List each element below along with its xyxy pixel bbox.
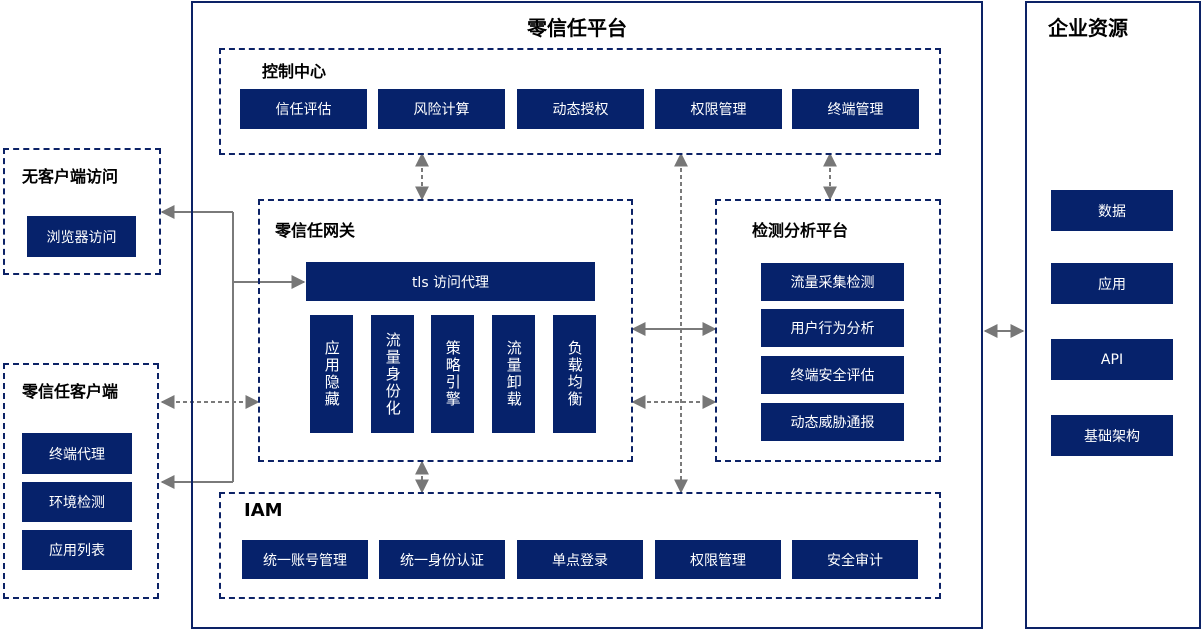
control-item-dynamic-authorization[interactable]: 动态授权 — [517, 89, 644, 129]
enterprise-resources-box — [1025, 1, 1201, 629]
control-center-title: 控制中心 — [262, 62, 327, 81]
browser-access-button[interactable]: 浏览器访问 — [27, 216, 136, 257]
gateway-module-load-balancing[interactable]: 负载均衡 — [553, 315, 596, 433]
gateway-box — [258, 199, 633, 462]
analysis-item-traffic-detection[interactable]: 流量采集检测 — [761, 263, 904, 301]
iam-item-unified-account[interactable]: 统一账号管理 — [242, 540, 368, 579]
resource-api[interactable]: API — [1051, 339, 1173, 380]
analysis-platform-box — [715, 199, 941, 462]
gateway-module-label: 流量身份化 — [383, 331, 402, 417]
control-item-terminal-management[interactable]: 终端管理 — [792, 89, 919, 129]
client-item-terminal-agent[interactable]: 终端代理 — [22, 433, 132, 474]
gateway-module-label: 流量卸载 — [504, 340, 523, 408]
iam-item-sso[interactable]: 单点登录 — [517, 540, 643, 579]
control-item-trust-evaluation[interactable]: 信任评估 — [240, 89, 367, 129]
gateway-module-label: 策略引擎 — [443, 340, 462, 408]
iam-box — [219, 492, 941, 599]
gateway-module-policy-engine[interactable]: 策略引擎 — [431, 315, 474, 433]
gateway-module-traffic-offload[interactable]: 流量卸载 — [492, 315, 535, 433]
gateway-module-label: 应用隐藏 — [322, 340, 341, 408]
client-item-app-list[interactable]: 应用列表 — [22, 530, 132, 570]
analysis-title: 检测分析平台 — [752, 221, 849, 240]
tls-proxy-button[interactable]: tls 访问代理 — [306, 262, 595, 301]
iam-title: IAM — [244, 500, 283, 521]
gateway-title: 零信任网关 — [275, 221, 356, 240]
analysis-item-threat-notification[interactable]: 动态威胁通报 — [761, 403, 904, 441]
resource-infrastructure[interactable]: 基础架构 — [1051, 415, 1173, 456]
gateway-module-app-hiding[interactable]: 应用隐藏 — [310, 315, 353, 433]
analysis-item-terminal-security[interactable]: 终端安全评估 — [761, 356, 904, 394]
iam-item-security-audit[interactable]: 安全审计 — [792, 540, 918, 579]
iam-item-permission-management[interactable]: 权限管理 — [655, 540, 781, 579]
client-title: 零信任客户端 — [22, 382, 119, 401]
enterprise-title: 企业资源 — [1048, 16, 1128, 40]
zero-trust-client-box — [3, 363, 159, 599]
clientless-title: 无客户端访问 — [22, 167, 119, 186]
control-center-box — [219, 48, 941, 155]
resource-application[interactable]: 应用 — [1051, 263, 1173, 304]
analysis-item-user-behavior[interactable]: 用户行为分析 — [761, 309, 904, 347]
iam-item-unified-auth[interactable]: 统一身份认证 — [379, 540, 505, 579]
resource-data[interactable]: 数据 — [1051, 190, 1173, 231]
gateway-module-traffic-identity[interactable]: 流量身份化 — [371, 315, 414, 433]
zero-trust-platform-box — [191, 1, 983, 629]
control-item-risk-calculation[interactable]: 风险计算 — [378, 89, 505, 129]
gateway-module-label: 负载均衡 — [565, 340, 584, 408]
clientless-access-box — [3, 148, 161, 275]
platform-title: 零信任平台 — [527, 16, 627, 40]
control-item-permission-management[interactable]: 权限管理 — [655, 89, 782, 129]
client-item-environment-check[interactable]: 环境检测 — [22, 482, 132, 522]
